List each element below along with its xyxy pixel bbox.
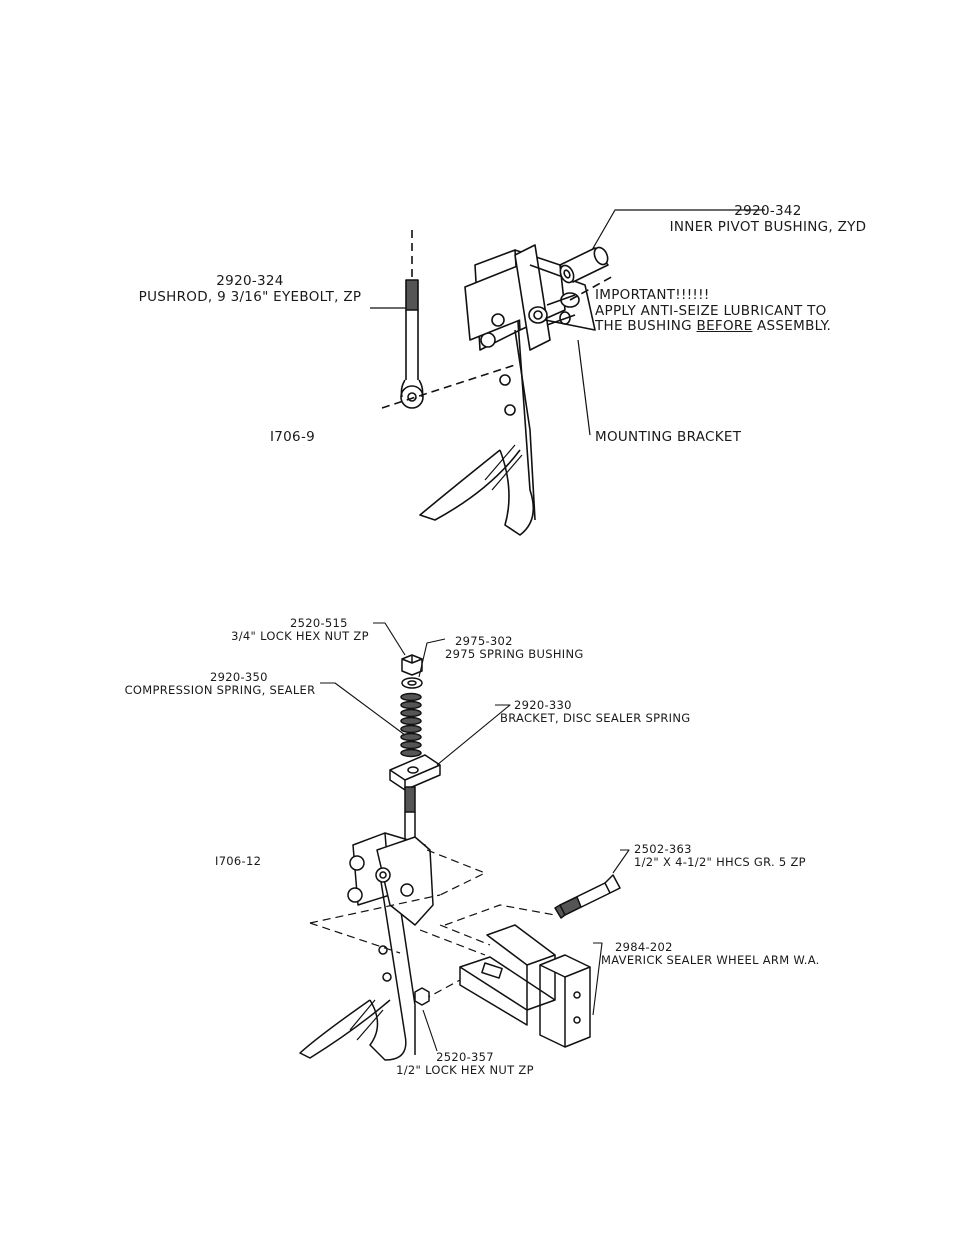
spring-bushing-callout: 2975-302 2975 SPRING BUSHING — [445, 634, 584, 662]
important-note-line2: THE BUSHING BEFORE ASSEMBLY. — [595, 318, 832, 335]
top-nut-callout: 2520-515 3/4" LOCK HEX NUT ZP — [210, 616, 390, 644]
wheel-arm-callout: 2984-202 MAVERICK SEALER WHEEL ARM W.A. — [601, 940, 820, 968]
note-emphasis-before: BEFORE — [696, 318, 753, 335]
spring-description: COMPRESSION SPRING, SEALER — [124, 683, 316, 698]
top-hex-nut-part — [401, 654, 423, 676]
mounting-bracket-label: MOUNTING BRACKET — [595, 429, 742, 445]
spring-part-number: 2920-350 — [210, 670, 268, 684]
compression-spring-part — [400, 692, 422, 758]
shank-part — [299, 832, 434, 1061]
spring-bracket-part-number: 2920-330 — [514, 698, 572, 712]
important-note: IMPORTANT!!!!!! APPLY ANTI-SEIZE LUBRICA… — [595, 287, 832, 335]
bolt-description: 1/2" X 4-1/2" HHCS GR. 5 ZP — [634, 855, 806, 870]
bolt-callout: 2502-363 1/2" X 4-1/2" HHCS GR. 5 ZP — [620, 842, 806, 870]
spring-bracket-part — [389, 754, 441, 791]
hex-bolt-part — [554, 874, 621, 919]
bolt-part-number: 2502-363 — [634, 842, 692, 856]
figure-sealer-spring-assembly: 2520-515 3/4" LOCK HEX NUT ZP 2975-302 2… — [115, 605, 850, 1100]
important-note-line1: APPLY ANTI-SEIZE LUBRICANT TO — [595, 302, 827, 319]
bushing-alignment-line — [569, 274, 616, 301]
top-nut-part-number: 2520-515 — [290, 616, 348, 630]
spring-bushing-part — [401, 677, 423, 689]
wheel-arm-part-number: 2984-202 — [615, 940, 673, 954]
mounting-bracket-leader — [577, 339, 591, 436]
spring-bushing-part-number: 2975-302 — [455, 634, 513, 648]
pushrod-part-number: 2920-324 — [216, 273, 284, 289]
pushrod-description: PUSHROD, 9 3/16" EYEBOLT, ZP — [138, 288, 362, 305]
wheel-arm-description: MAVERICK SEALER WHEEL ARM W.A. — [601, 953, 820, 968]
bottom-nut-description: 1/2" LOCK HEX NUT ZP — [396, 1063, 534, 1078]
bottom-nut-part-number: 2520-357 — [436, 1050, 494, 1064]
sealer-spring-assembly-drawing — [299, 622, 630, 1061]
note-line2-suffix: ASSEMBLY. — [752, 318, 832, 335]
bushing-leader — [591, 209, 765, 251]
bushing-callout: 2920-342 INNER PIVOT BUSHING, ZYD — [668, 203, 868, 235]
bushing-part-number: 2920-342 — [734, 203, 802, 219]
shank-part — [419, 249, 566, 536]
spring-bracket-callout: 2920-330 BRACKET, DISC SEALER SPRING — [500, 698, 691, 726]
spring-callout: 2920-350 COMPRESSION SPRING, SEALER — [120, 670, 320, 698]
figure-pushrod-assembly: 2920-342 INNER PIVOT BUSHING, ZYD 2920-3… — [120, 190, 866, 550]
spring-bushing-description: 2975 SPRING BUSHING — [445, 647, 584, 662]
note-line2-prefix: THE BUSHING — [595, 318, 697, 335]
pushrod-alignment-line — [381, 364, 516, 409]
figure2-leaders — [320, 622, 630, 1052]
pushrod-part — [400, 279, 424, 409]
top-nut-description: 3/4" LOCK HEX NUT ZP — [231, 629, 369, 644]
drawing-id-label: I706-9 — [270, 429, 316, 445]
drawing-id-label: I706-12 — [215, 854, 262, 868]
inner-pivot-bushing-part — [559, 246, 609, 284]
bottom-hex-nut-part — [414, 987, 430, 1006]
mounting-bracket-part — [514, 244, 596, 351]
pushrod-assembly-drawing — [370, 209, 765, 536]
bushing-description: INNER PIVOT BUSHING, ZYD — [669, 218, 867, 235]
pushrod-callout: 2920-324 PUSHROD, 9 3/16" EYEBOLT, ZP — [130, 273, 370, 305]
spring-bracket-description: BRACKET, DISC SEALER SPRING — [500, 711, 691, 726]
bottom-nut-callout: 2520-357 1/2" LOCK HEX NUT ZP — [365, 1050, 565, 1078]
sealer-wheel-arm-part — [459, 924, 591, 1048]
important-note-title: IMPORTANT!!!!!! — [595, 287, 710, 303]
